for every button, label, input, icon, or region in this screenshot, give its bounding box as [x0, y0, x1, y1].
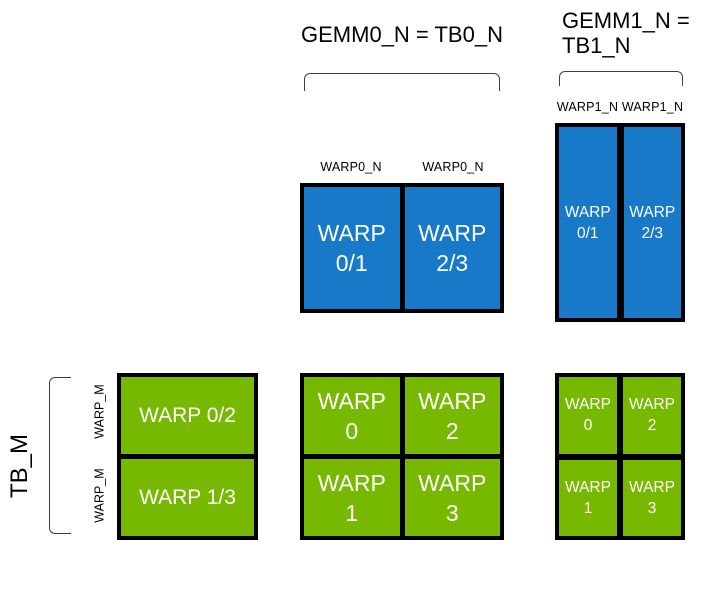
warp-cell-line1: WARP: [317, 387, 386, 414]
warp-cell-line1: WARP: [565, 396, 611, 414]
gemm0-grid-cell-warp-2: WARP 2: [404, 377, 500, 454]
warp-m-label-bottom: WARP_M: [92, 468, 107, 523]
warp-cell-line2: 2: [647, 417, 657, 435]
warp-cell-line2: 0/1: [576, 224, 599, 242]
warp-cell-line1: WARP: [317, 220, 386, 246]
warp-cell-label: WARP 0/2: [139, 403, 236, 427]
warp-cell-line2: 0/1: [335, 250, 368, 276]
warp-cell-line2: 2: [445, 417, 459, 444]
warp-cell-line1: WARP: [418, 387, 487, 414]
warp-cell-line1: WARP: [629, 478, 675, 496]
gemm0-n-extent-bracket: [304, 73, 500, 91]
warp-cell-line1: WARP: [564, 203, 611, 221]
gemm0-grid-cell-warp-0: WARP 0: [304, 377, 400, 454]
gemm1-accumulator-box: WARP 0/1 WARP 2/3: [555, 123, 685, 322]
tb-row-cell-warp-1-3: WARP 1/3: [121, 459, 254, 536]
warp-cell-line2: 2/3: [641, 224, 664, 242]
gemm1-acc-cell-warp-0-1: WARP 0/1: [559, 127, 617, 318]
gemm0-acc-cell-warp-2-3: WARP 2/3: [404, 187, 500, 309]
warp-cell-label: WARP 1/3: [139, 485, 236, 509]
warp-cell-line1: WARP: [565, 478, 611, 496]
warp1-n-label-right: WARP1_N: [621, 100, 684, 114]
warp1-n-label-left: WARP1_N: [556, 100, 619, 114]
gemm1-n-title: GEMM1_N = TB1_N: [562, 8, 712, 58]
tb-m-extent-bracket: [49, 377, 71, 534]
gemm1-warp-grid-box: WARP 0 WARP 2 WARP 1 WARP 3: [555, 373, 685, 540]
warp-cell-line1: WARP: [629, 203, 676, 221]
warp-cell-line1: WARP: [418, 220, 487, 246]
warp0-n-label-right: WARP0_N: [422, 160, 484, 174]
gemm1-n-title-line2: TB1_N: [562, 33, 631, 58]
warp-cell-line2: 2/3: [436, 250, 469, 276]
gemm0-acc-cell-warp-0-1: WARP 0/1: [304, 187, 400, 309]
gemm0-accumulator-box: WARP 0/1 WARP 2/3: [300, 183, 504, 313]
warp-cell-line1: WARP: [317, 469, 386, 496]
warp-cell-line1: WARP: [629, 396, 675, 414]
tb-row-cell-warp-0-2: WARP 0/2: [121, 377, 254, 454]
warp-cell-line2: 0: [583, 417, 593, 435]
warp-m-label-top: WARP_M: [92, 384, 107, 439]
warp0-n-label-row: WARP0_N WARP0_N: [300, 160, 504, 174]
gemm1-grid-cell-warp-1: WARP 1: [559, 459, 617, 536]
warp0-n-label-left: WARP0_N: [320, 160, 382, 174]
warp-cell-line1: WARP: [418, 469, 487, 496]
warp-cell-line2: 3: [647, 499, 657, 517]
warp-cell-line2: 3: [445, 499, 459, 526]
gemm1-grid-cell-warp-3: WARP 3: [623, 459, 681, 536]
gemm1-n-title-line1: GEMM1_N =: [562, 8, 690, 33]
threadblock-row-box: WARP 0/2 WARP 1/3: [117, 373, 258, 540]
gemm0-n-title: GEMM0_N = TB0_N: [301, 22, 503, 47]
gemm1-n-extent-bracket: [559, 71, 683, 86]
warp-cell-line2: 1: [583, 499, 593, 517]
gemm1-grid-cell-warp-0: WARP 0: [559, 377, 617, 454]
warp-cell-line2: 1: [345, 499, 359, 526]
tb-m-label: TB_M: [6, 434, 33, 499]
gemm0-grid-cell-warp-1: WARP 1: [304, 459, 400, 536]
gemm0-grid-cell-warp-3: WARP 3: [404, 459, 500, 536]
gemm0-warp-grid-box: WARP 0 WARP 2 WARP 1 WARP 3: [300, 373, 504, 540]
gemm1-grid-cell-warp-2: WARP 2: [623, 377, 681, 454]
warp-cell-line2: 0: [345, 417, 359, 444]
gemm1-acc-cell-warp-2-3: WARP 2/3: [623, 127, 681, 318]
warp1-n-label-row: WARP1_N WARP1_N: [555, 100, 685, 114]
